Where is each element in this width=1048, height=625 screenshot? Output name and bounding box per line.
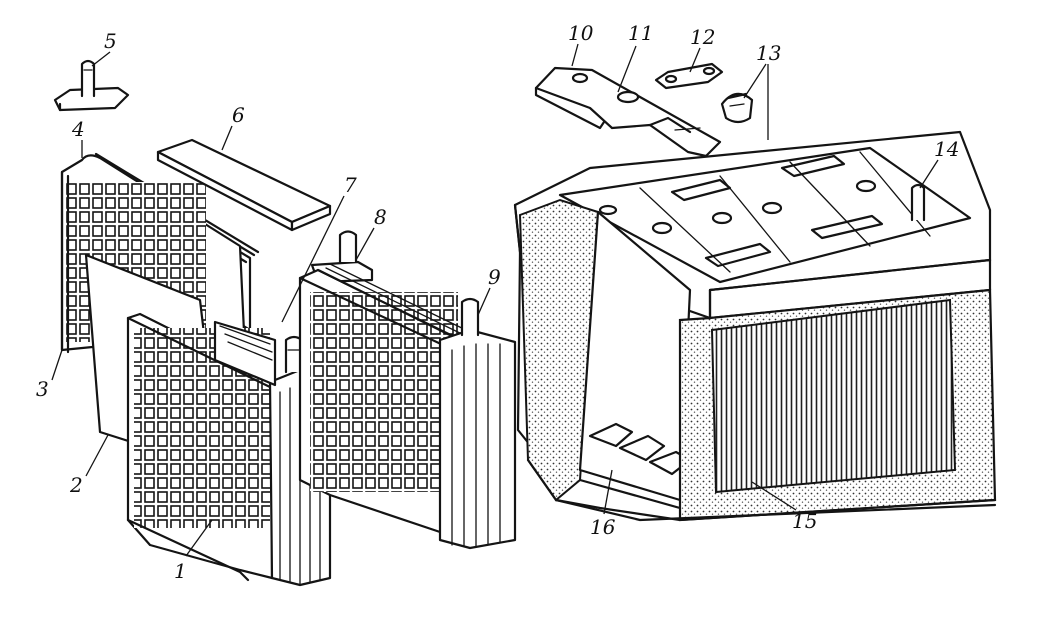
intercell-connector-10-11 bbox=[534, 66, 722, 158]
callout-3: 3 bbox=[36, 377, 49, 401]
callout-labels: 5 4 6 7 8 9 3 2 1 10 11 12 13 14 15 16 bbox=[36, 21, 959, 583]
vent-plug-13 bbox=[720, 92, 754, 124]
connector-strap-12 bbox=[654, 62, 724, 90]
perforated-shield-6 bbox=[156, 138, 332, 232]
callout-6: 6 bbox=[232, 103, 245, 127]
callout-9: 9 bbox=[488, 265, 501, 289]
battery-case bbox=[513, 130, 997, 522]
callout-1: 1 bbox=[174, 559, 187, 583]
callout-11: 11 bbox=[628, 21, 653, 45]
callout-10: 10 bbox=[568, 21, 594, 45]
callout-4: 4 bbox=[71, 117, 85, 141]
callout-16: 16 bbox=[590, 515, 616, 539]
plate-group-8-9 bbox=[298, 230, 517, 550]
callout-15: 15 bbox=[792, 509, 817, 533]
callout-2: 2 bbox=[69, 473, 83, 497]
callout-7: 7 bbox=[344, 173, 357, 197]
callout-12: 12 bbox=[690, 25, 715, 49]
terminal-bushing-5 bbox=[53, 59, 130, 112]
callout-14: 14 bbox=[934, 137, 959, 161]
callout-8: 8 bbox=[374, 205, 387, 229]
leader-lines bbox=[51, 43, 939, 557]
callout-13: 13 bbox=[756, 41, 781, 65]
callout-5: 5 bbox=[104, 29, 117, 53]
